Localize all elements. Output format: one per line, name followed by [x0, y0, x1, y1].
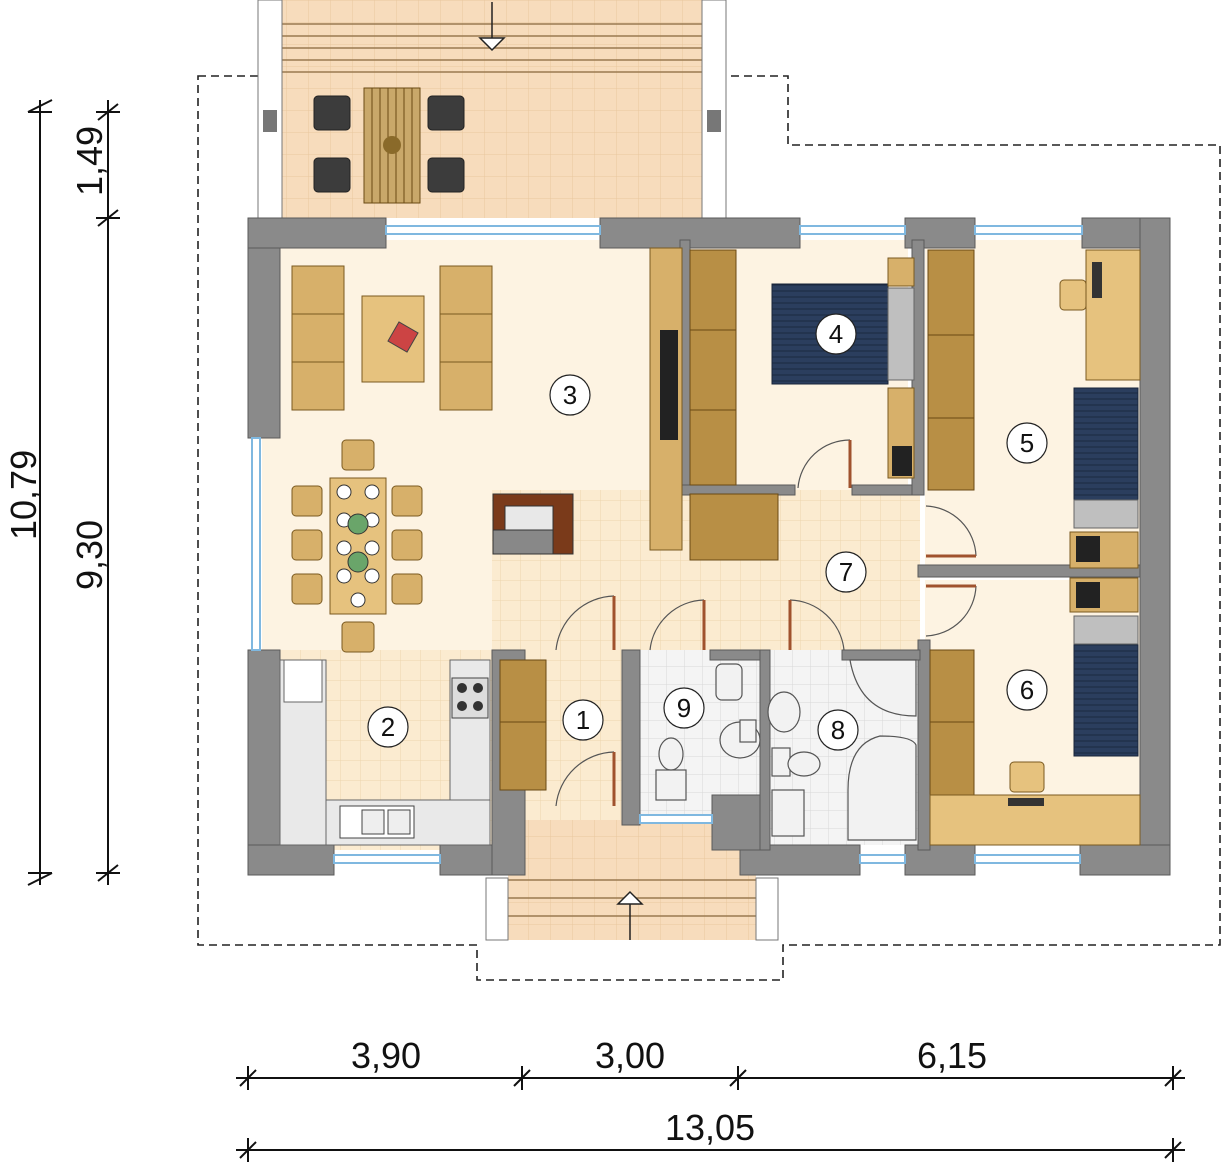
room-label-6: 6 — [1020, 675, 1034, 705]
bedroom6-furniture — [929, 577, 1141, 846]
dim-horizontal-b: 3,00 — [595, 1035, 665, 1076]
dim-horizontal-total: 13,05 — [665, 1107, 755, 1148]
room-label-1: 1 — [576, 705, 590, 735]
terrace-arrow-icon — [478, 37, 506, 52]
dimension-lines: 10,79 1,49 9,30 3,90 3,00 6,15 13,05 — [3, 99, 1185, 1162]
wc-fixtures — [655, 663, 761, 801]
terrace-chairs — [313, 95, 465, 193]
room-labels: 1 2 3 4 5 6 7 8 9 — [367, 313, 1048, 751]
room-label-5: 5 — [1020, 428, 1034, 458]
windows — [251, 225, 1083, 864]
doors — [555, 439, 977, 807]
walls — [247, 217, 1171, 876]
dim-horizontal-a: 3,90 — [351, 1035, 421, 1076]
room-label-3: 3 — [563, 380, 577, 410]
entrance-arrow-icon — [616, 890, 644, 905]
dim-horizontal-c: 6,15 — [917, 1035, 987, 1076]
stove — [451, 677, 489, 719]
terrace — [257, 0, 727, 219]
bathroom-fixtures — [767, 659, 917, 841]
room-label-8: 8 — [831, 715, 845, 745]
dim-vertical-house: 9,30 — [69, 520, 110, 590]
hall-furniture — [499, 493, 779, 791]
room-label-7: 7 — [839, 557, 853, 587]
roof-outline — [197, 75, 1221, 981]
fridge — [283, 659, 323, 703]
room-label-4: 4 — [829, 319, 843, 349]
living-furniture — [291, 247, 683, 653]
room-label-2: 2 — [381, 712, 395, 742]
kitchen-furniture — [279, 659, 491, 846]
room-label-9: 9 — [677, 693, 691, 723]
dim-vertical-total: 10,79 — [3, 450, 44, 540]
dim-vertical-terrace: 1,49 — [69, 126, 110, 196]
bedroom5-furniture — [927, 249, 1141, 569]
